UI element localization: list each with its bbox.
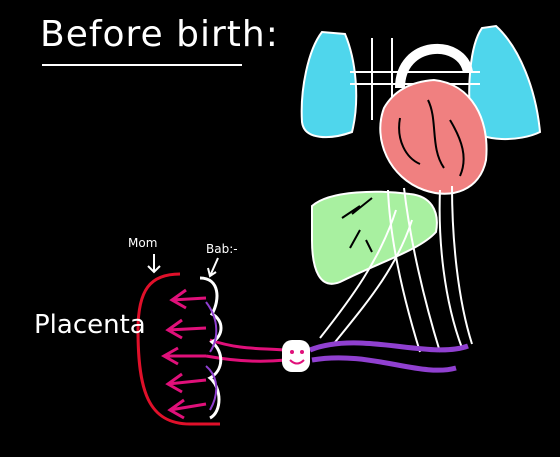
maternal-blood-pool — [136, 272, 220, 426]
label-baby: Bab:- — [206, 242, 238, 256]
label-placenta: Placenta — [34, 310, 146, 340]
placental-villi — [160, 288, 207, 420]
umbilical-arteries — [309, 340, 469, 373]
title-underline — [42, 64, 242, 66]
aortic-arch — [395, 43, 473, 89]
baby-arrow — [207, 257, 219, 278]
left-lung — [300, 30, 358, 139]
label-mom: Mom — [128, 236, 158, 250]
fetal-placenta-boundary — [199, 276, 223, 420]
mom-arrow — [147, 254, 161, 274]
liver — [311, 190, 438, 285]
placental-vessels — [205, 301, 218, 411]
vena-cava — [438, 185, 473, 349]
aorta-descending — [387, 187, 441, 353]
diagram-title: Before birth: — [40, 14, 279, 55]
umbilical-vein — [205, 338, 287, 363]
pulmonary-artery — [350, 71, 480, 85]
heart — [379, 78, 488, 195]
ductus-venosus — [319, 209, 413, 347]
hepatic-veins — [341, 197, 373, 253]
heart-chambers — [398, 99, 465, 177]
baby-face-icon — [282, 340, 310, 372]
